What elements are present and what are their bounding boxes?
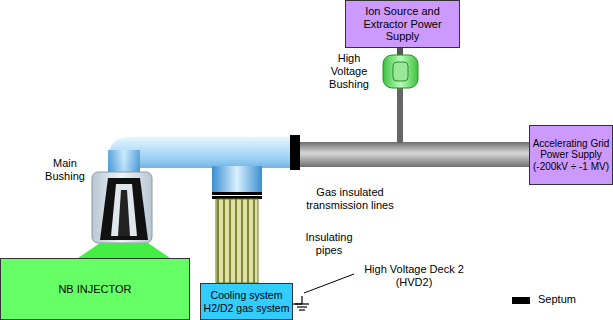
part-label: Insulating pipes [298, 231, 360, 257]
legend-text: Septum [538, 293, 576, 306]
box-text: Accelerating Grid Power Supply (-200kV ÷… [532, 138, 610, 173]
part-label: Main Bushing [36, 157, 94, 183]
box-text: NB INJECTOR [58, 283, 131, 296]
box-text: Ion Source and Extractor Power Supply [348, 5, 457, 43]
legend-swatch [512, 297, 530, 304]
injector-box: NB INJECTOR [0, 258, 190, 320]
part-label: Gas insulated transmission lines [300, 186, 400, 212]
part-label: High Voltage Deck 2 (HVD2) [354, 263, 474, 289]
box-text: Cooling system H2/D2 gas system [203, 289, 290, 313]
power-supply-box: Accelerating Grid Power Supply (-200kV ÷… [529, 125, 613, 185]
part-label: High Voltage Bushing [318, 52, 380, 92]
deck-box: Cooling system H2/D2 gas system [200, 283, 293, 320]
power-supply-box: Ion Source and Extractor Power Supply [345, 0, 460, 48]
